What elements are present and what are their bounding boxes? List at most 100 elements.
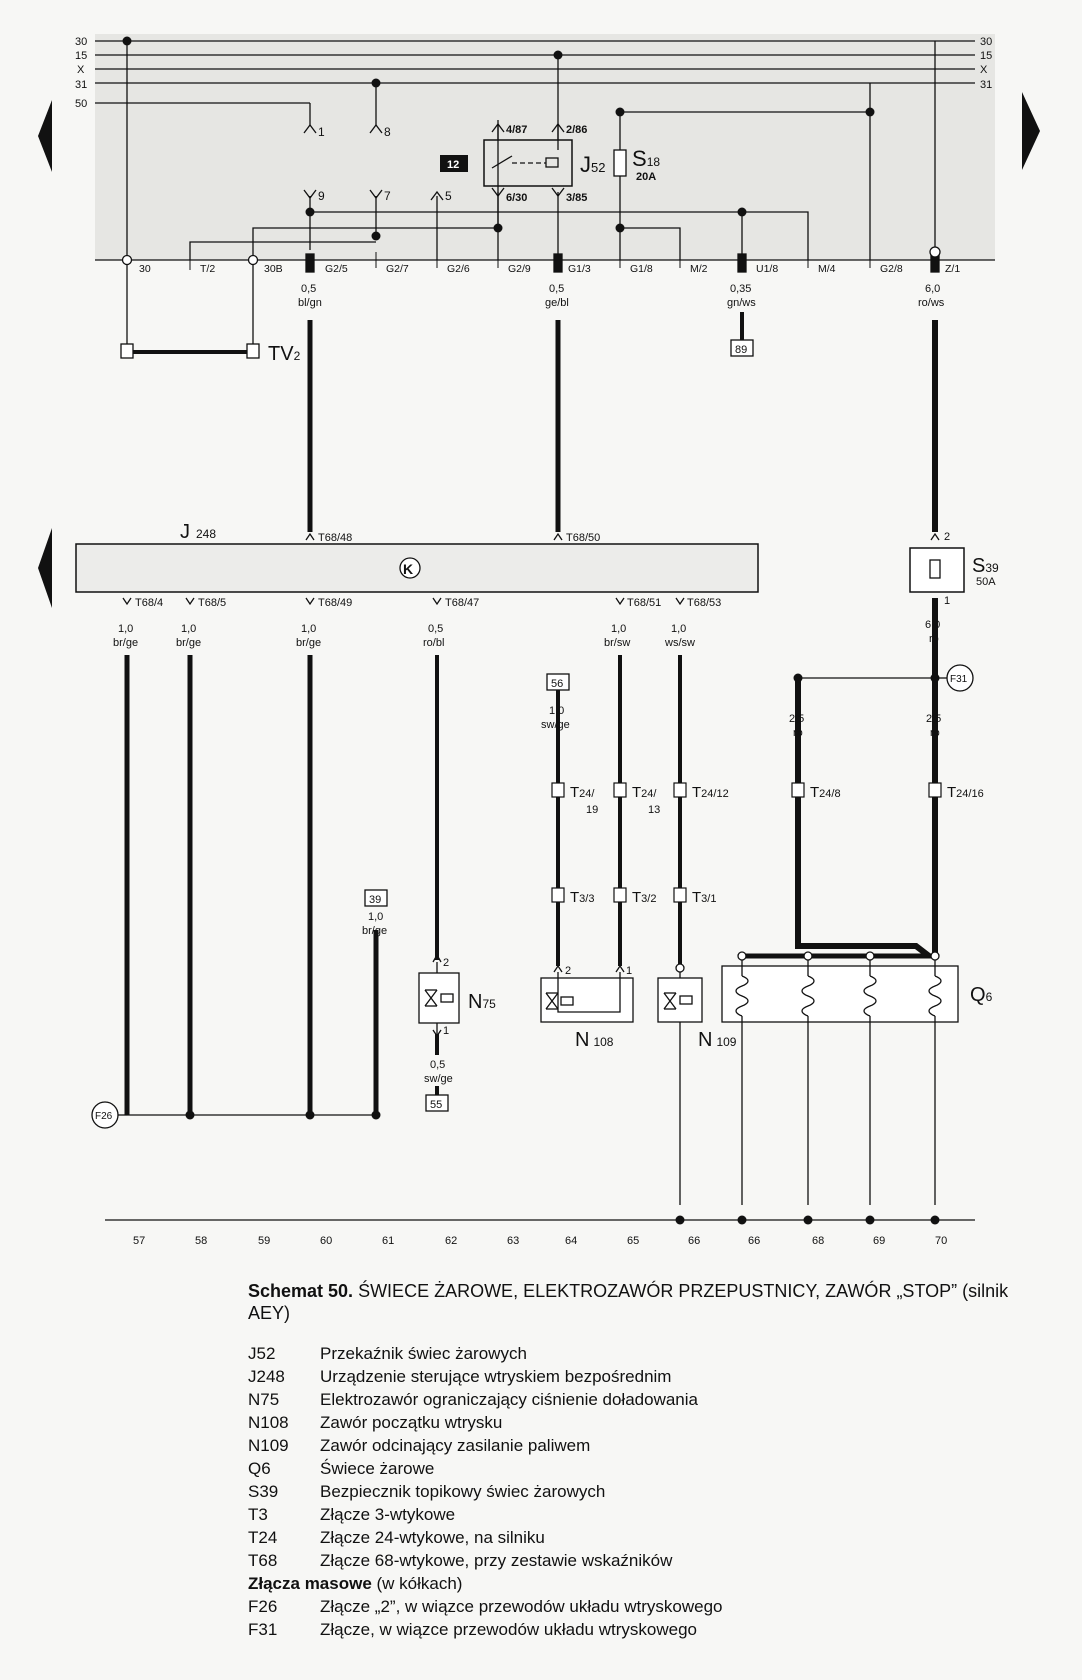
- svg-text:66: 66: [748, 1235, 760, 1247]
- pin-t68-4: T68/4: [135, 597, 163, 609]
- svg-text:F26: F26: [95, 1111, 113, 1122]
- pin-t68-47: T68/47: [445, 597, 479, 609]
- rail-label-50: 50: [75, 98, 87, 110]
- svg-text:55: 55: [430, 1099, 442, 1111]
- junction-dots: [122, 36, 875, 241]
- fuse-s18-label: S18: [632, 146, 660, 171]
- strip-label-g2-6: G2/6: [447, 263, 470, 275]
- svg-text:1,0: 1,0: [301, 623, 316, 635]
- wire-color-z1: ro/ws: [918, 297, 945, 309]
- previous-page-arrow[interactable]: [38, 100, 52, 172]
- legend-code: N108: [248, 1413, 289, 1432]
- svg-text:58: 58: [195, 1235, 207, 1247]
- rail-label-x-right: X: [980, 64, 988, 76]
- svg-text:ws/sw: ws/sw: [664, 637, 695, 649]
- relay-number-badge: 12: [447, 159, 459, 171]
- q6-glow-plugs: [721, 951, 959, 1205]
- strip-label-g2-5: G2/5: [325, 263, 348, 275]
- legend-code: N109: [248, 1436, 289, 1455]
- next-page-arrow[interactable]: [1022, 92, 1040, 170]
- legend-code: J52: [248, 1344, 276, 1363]
- t24-19-label: T24/: [570, 784, 595, 801]
- j248-pin-t68-48: T68/48: [318, 532, 352, 544]
- legend-row: T3 Złącze 3-wtykowe: [248, 1503, 1048, 1526]
- previous-page-arrow-lower[interactable]: [38, 528, 52, 608]
- svg-text:1,0: 1,0: [118, 623, 133, 635]
- ground-bus-junctions: [675, 1215, 940, 1225]
- svg-text:1,0: 1,0: [611, 623, 626, 635]
- legend-code: F31: [248, 1620, 278, 1639]
- legend-description: Złącze „2”, w wiązce przewodów układu wt…: [320, 1597, 723, 1616]
- svg-text:1,0: 1,0: [181, 623, 196, 635]
- ref-89-box: 89: [730, 339, 754, 357]
- n75-pin-1: 1: [443, 1025, 449, 1037]
- svg-text:62: 62: [445, 1235, 457, 1247]
- strip-label-g2-7: G2/7: [386, 263, 409, 275]
- panel-pin-9: 9: [318, 189, 325, 203]
- strip-label-m4: M/4: [818, 263, 836, 275]
- legend-code: Q6: [248, 1459, 271, 1478]
- ground-f26: F26: [91, 1101, 127, 1129]
- q6-label: Q6: [970, 984, 993, 1006]
- strip-label-u1-8: U1/8: [756, 263, 778, 275]
- svg-text:br/ge: br/ge: [296, 637, 321, 649]
- panel-pin-1: 1: [318, 125, 325, 139]
- svg-text:ro: ro: [793, 727, 803, 739]
- strip-label-t2: T/2: [200, 263, 215, 275]
- svg-text:1,0: 1,0: [368, 911, 383, 923]
- svg-text:br/ge: br/ge: [176, 637, 201, 649]
- legend-description: Złącze 24-wtykowe, na silniku: [320, 1528, 545, 1547]
- relay-contact-arrows: [491, 122, 565, 198]
- svg-text:68: 68: [812, 1235, 824, 1247]
- ground-legend-heading: Złącza masowe (w kółkach): [248, 1574, 463, 1593]
- lower-harness-wires: [124, 598, 938, 1116]
- contact-3-85: 3/85: [566, 192, 587, 204]
- panel-pin-5: 5: [445, 189, 452, 203]
- strip-label-m2: M/2: [690, 263, 708, 275]
- svg-text:56: 56: [551, 678, 563, 690]
- n109-valve: [657, 963, 703, 1205]
- n75-valve: [418, 953, 460, 1038]
- panel-pin-8: 8: [384, 125, 391, 139]
- wire-color-g1-3: ge/bl: [545, 297, 569, 309]
- legend-description: Złącze 3-wtykowe: [320, 1505, 456, 1524]
- legend-code: T3: [248, 1505, 268, 1524]
- legend-row: J52 Przekaźnik świec żarowych: [248, 1342, 1048, 1365]
- contact-4-87: 4/87: [506, 124, 527, 136]
- svg-text:57: 57: [133, 1235, 145, 1247]
- wire-size-z1: 6,0: [925, 283, 940, 295]
- svg-text:2,5: 2,5: [789, 713, 804, 725]
- n75-pin-2: 2: [443, 957, 449, 969]
- rail-label-x: X: [77, 64, 85, 76]
- panel-pin-7: 7: [384, 189, 391, 203]
- upper-harness-wires: [307, 312, 938, 532]
- svg-text:60: 60: [320, 1235, 332, 1247]
- strip-pins: [121, 246, 941, 273]
- contact-6-30: 6/30: [506, 192, 527, 204]
- pin-t68-49: T68/49: [318, 597, 352, 609]
- svg-text:2,5: 2,5: [926, 713, 941, 725]
- svg-text:br/ge: br/ge: [113, 637, 138, 649]
- svg-text:59: 59: [258, 1235, 270, 1247]
- tv2-label: TV2: [268, 343, 301, 365]
- strip-label-30: 30: [139, 263, 151, 275]
- legend-description: Elektrozawór ograniczający ciśnienie doł…: [320, 1390, 698, 1409]
- legend-code: S39: [248, 1482, 279, 1501]
- n108-valve: [540, 964, 634, 1023]
- s39-rating: 50A: [976, 576, 996, 588]
- svg-text:0,5: 0,5: [430, 1059, 445, 1071]
- legend-description: Przekaźnik świec żarowych: [320, 1344, 527, 1363]
- s39-label: S39: [972, 555, 999, 577]
- rail-label-15-right: 15: [980, 50, 992, 62]
- svg-text:89: 89: [735, 344, 747, 356]
